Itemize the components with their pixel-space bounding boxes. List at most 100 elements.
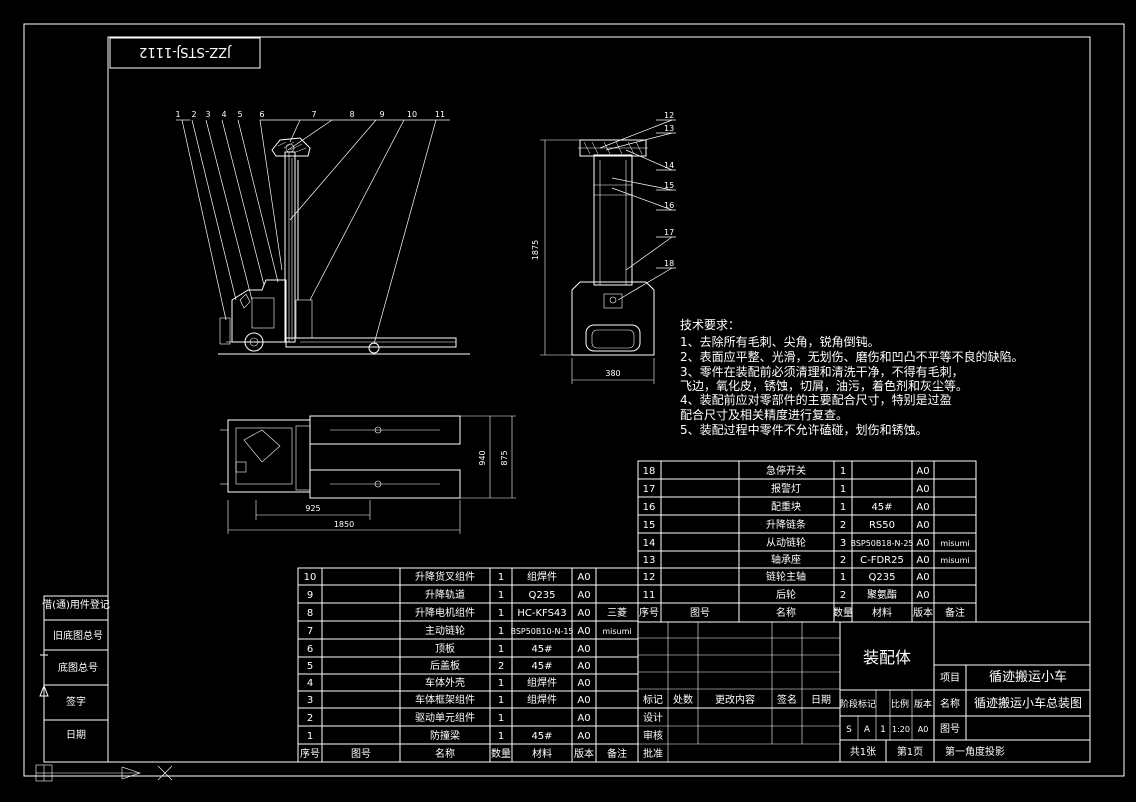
drawing-code-box: JZZ-STSJ-1112 [109, 37, 261, 69]
bom-right-cell-no: 15 [643, 520, 656, 531]
bom-right-cell-qty: 1 [840, 572, 846, 583]
origin-symbols [35, 764, 173, 782]
callout-16: 16 [664, 201, 674, 210]
bom-left-cell-no: 7 [307, 626, 313, 637]
drawno-label: 图号 [940, 723, 960, 735]
bom-right-cell-name: 配重块 [771, 500, 801, 513]
rev-hdr-content: 更改内容 [715, 693, 755, 706]
strip-label-3: 底图总号 [58, 661, 98, 674]
bom-right-cell-name: 链轮主轴 [766, 570, 806, 583]
rev-hdr-count: 处数 [673, 693, 693, 706]
bom-right-cell-qty: 2 [840, 520, 846, 531]
bom-left-cell-qty: 1 [498, 713, 504, 724]
bom-right-cell-size: A0 [916, 538, 929, 549]
tech-req-title: 技术要求： [680, 318, 740, 332]
bom-left-cell-name: 车体框架组件 [415, 693, 475, 706]
project-label: 项目 [940, 672, 960, 684]
dim-top-b: 875 [500, 450, 509, 465]
front-callouts: 12 13 14 15 16 17 18 [664, 111, 674, 268]
bom-right-cell-qty: 2 [840, 590, 846, 601]
bom-right-hdr-note: 备注 [945, 606, 965, 619]
bom-right-hdr-name: 名称 [776, 606, 796, 619]
bom-left-cell-qty: 1 [498, 626, 504, 637]
bom-left-cell-name: 顶板 [435, 642, 455, 655]
bom-left-cell-mat: 组焊件 [527, 570, 557, 583]
callout-7: 7 [311, 110, 316, 119]
tech-req-line-1: 1、去除所有毛刺、尖角，锐角倒钝。 [680, 334, 880, 349]
bom-right-cell-size: A0 [916, 502, 929, 513]
bom-left-hdr-size: 版本 [574, 747, 594, 760]
bom-left-cell-qty: 1 [498, 590, 504, 601]
bom-left-cell-mat: Q235 [529, 590, 556, 601]
bom-right-cell-note: misumi [940, 556, 969, 565]
rev-hdr-date: 日期 [811, 694, 831, 706]
callout-2: 2 [191, 110, 196, 119]
bom-left-hdr-note: 备注 [607, 747, 627, 760]
callout-5: 5 [237, 110, 242, 119]
bom-right-cell-mat: Q235 [869, 572, 896, 583]
project-value: 循迹搬运小车 [989, 669, 1067, 685]
dim-front-height: 1875 [531, 240, 540, 260]
bom-right-cell-no: 17 [643, 484, 656, 495]
bom-right-cell-name: 后轮 [776, 588, 796, 601]
bom-left-cell-mat: HC-KFS43 [517, 608, 566, 619]
bom-left-header: 序号 图号 名称 数量 材料 版本 备注 [300, 747, 627, 760]
dim-top-a: 940 [478, 450, 487, 465]
bom-left-cell-no: 1 [307, 731, 313, 742]
version-value: A0 [918, 725, 929, 734]
callout-10: 10 [407, 110, 417, 119]
dim-front-width: 380 [605, 369, 620, 378]
side-callouts: 1 2 3 4 5 6 7 8 9 10 11 [175, 110, 445, 119]
bom-left-cell-size: A0 [577, 572, 590, 583]
label-review: 审核 [643, 729, 663, 742]
title-block: 装配体 项目 循迹搬运小车 名称 循迹搬运小车总装图 图号 阶段标记 比例 版本… [839, 621, 1091, 763]
rev-hdr-mark: 标记 [643, 694, 663, 706]
dim-top-d: 1850 [334, 520, 354, 529]
bom-left-cell-size: A0 [577, 626, 590, 637]
bom-right-hdr-no: 序号 [639, 606, 659, 619]
bom-right-cell-no: 14 [643, 538, 656, 549]
bom-left-cell-qty: 1 [498, 678, 504, 689]
bom-right-cell-no: 11 [643, 590, 656, 601]
callout-3: 3 [205, 110, 210, 119]
bom-right-cell-size: A0 [916, 572, 929, 583]
bom-right-cell-qty: 3 [840, 538, 846, 549]
bom-right-cell-name: 报警灯 [771, 482, 801, 495]
name-label: 名称 [940, 697, 960, 710]
bom-left-cell-qty: 2 [498, 661, 504, 672]
strip-label-5: 日期 [66, 729, 86, 741]
bom-left-cell-no: 6 [307, 644, 313, 655]
bom-left-hdr-no: 序号 [300, 747, 320, 760]
bom-right-cell-qty: 2 [840, 555, 846, 566]
callout-9: 9 [379, 110, 384, 119]
bom-right-cell-name: 从动链轮 [766, 536, 806, 549]
bom-right-hdr-code: 图号 [690, 607, 710, 619]
tech-req-line-6: 配合尺寸及相关精度进行复查。 [680, 407, 848, 422]
strip-label-4: 签字 [66, 695, 86, 708]
front-leaders [599, 119, 676, 301]
strip-label-2: 旧底图总号 [53, 629, 103, 642]
top-view: 940 875 925 1850 [220, 415, 516, 534]
bom-left-hdr-mat: 材料 [532, 747, 552, 760]
bom-right-cell-mat: BSP50B18-N-25 [850, 539, 913, 548]
bom-left-cell-mat: 45# [531, 731, 552, 742]
tech-req-line-4: 飞边，氧化皮，锈蚀，切屑，油污，着色剂和灰尘等。 [680, 378, 968, 393]
bom-left-cell-name: 防撞梁 [430, 729, 460, 742]
bom-left-cell-no: 2 [307, 713, 313, 724]
bom-left-hdr-name: 名称 [435, 747, 455, 760]
bom-left-cell-no: 4 [307, 678, 313, 689]
bom-left-cell-note: misumi [602, 627, 631, 636]
bom-left-cell-size: A0 [577, 695, 590, 706]
callout-14: 14 [664, 161, 674, 170]
bom-right-cell-mat: 45# [871, 502, 892, 513]
bom-right-cell-qty: 1 [840, 466, 846, 477]
